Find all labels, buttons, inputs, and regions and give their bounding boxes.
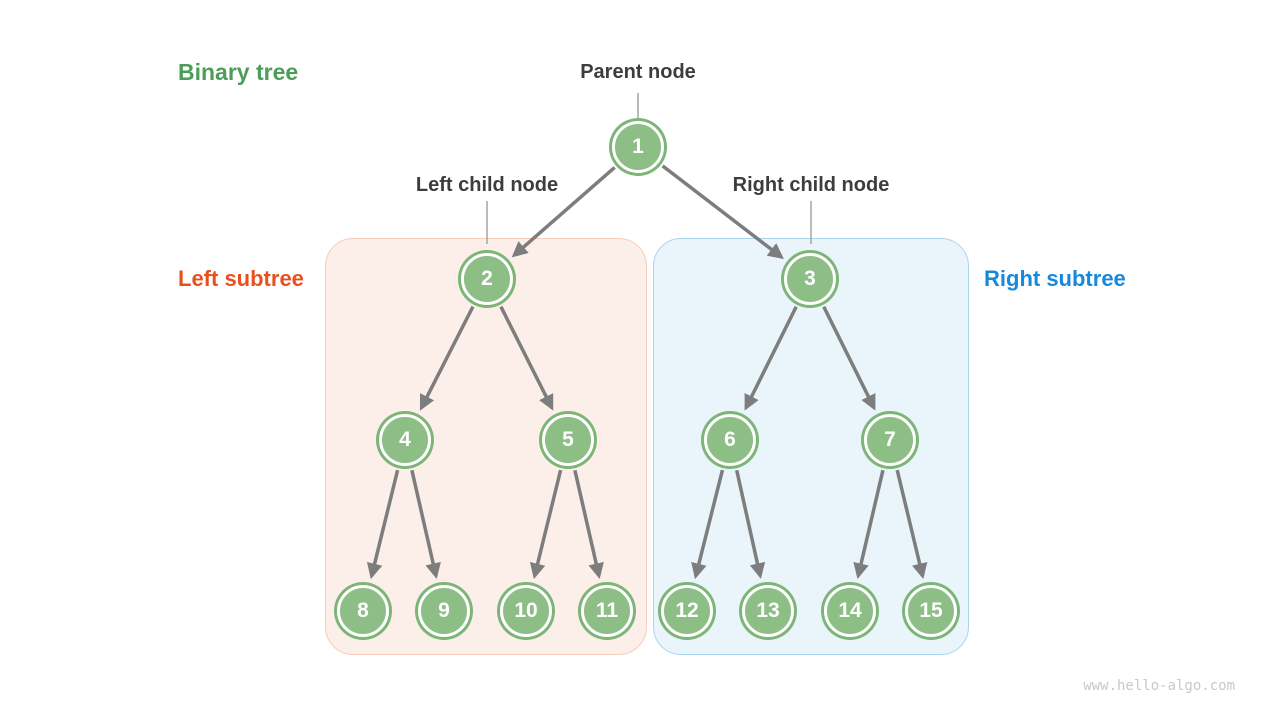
tree-node-value: 10: [514, 599, 538, 622]
left-subtree-box: [325, 238, 647, 655]
tree-node: 9: [418, 585, 470, 637]
tree-node: 1: [612, 121, 664, 173]
label-connector-lines: [486, 93, 812, 244]
tree-node-value: 13: [756, 599, 780, 622]
left-child-node-label: Left child node: [415, 174, 559, 196]
tree-node-value: 3: [804, 267, 816, 290]
tree-edge: [822, 305, 876, 411]
tree-edge: [895, 469, 928, 580]
tree-node: 13: [742, 585, 794, 637]
tree-node: 4: [379, 414, 431, 466]
tree-node-value: 9: [438, 599, 450, 622]
tree-node-value: 14: [838, 599, 862, 622]
tree-edge: [744, 305, 798, 411]
tree-edge: [661, 164, 784, 260]
tree-node-value: 6: [724, 428, 736, 451]
tree-node-value: 8: [357, 599, 369, 622]
tree-node-value: 11: [595, 599, 619, 622]
right-subtree-label: Right subtree: [984, 266, 1126, 291]
tree-node: 14: [824, 585, 876, 637]
tree-edge: [511, 166, 616, 258]
tree-edge-arrows: [366, 164, 928, 580]
tree-node: 15: [905, 585, 957, 637]
tree-edge: [366, 469, 400, 580]
tree-edge: [853, 469, 885, 580]
right-child-node-label: Right child node: [732, 174, 890, 196]
tree-edge: [410, 469, 441, 579]
tree-edge: [735, 469, 766, 579]
tree-node: 8: [337, 585, 389, 637]
tree-node: 7: [864, 414, 916, 466]
tree-node-value: 2: [481, 267, 493, 290]
tree-node: 10: [500, 585, 552, 637]
tree-node: 3: [784, 253, 836, 305]
parent-node-label: Parent node: [580, 61, 696, 83]
tree-node-value: 4: [399, 428, 411, 451]
tree-edge: [573, 469, 604, 579]
tree-edge: [419, 305, 475, 411]
watermark: www.hello-algo.com: [1083, 678, 1235, 694]
tree-node: 5: [542, 414, 594, 466]
tree-node: 6: [704, 414, 756, 466]
tree-edge: [529, 469, 563, 580]
tree-node-value: 5: [562, 428, 574, 451]
diagram-title: Binary tree: [178, 59, 299, 85]
tree-node-value: 15: [919, 599, 943, 622]
tree-node-value: 7: [884, 428, 896, 451]
tree-edge: [499, 305, 554, 411]
tree-node-value: 12: [675, 599, 699, 622]
left-subtree-label: Left subtree: [178, 266, 304, 291]
tree-edge: [691, 469, 725, 580]
tree-node: 11: [581, 585, 633, 637]
tree-node: 2: [461, 253, 513, 305]
tree-node-value: 1: [632, 135, 644, 158]
tree-node: 12: [661, 585, 713, 637]
